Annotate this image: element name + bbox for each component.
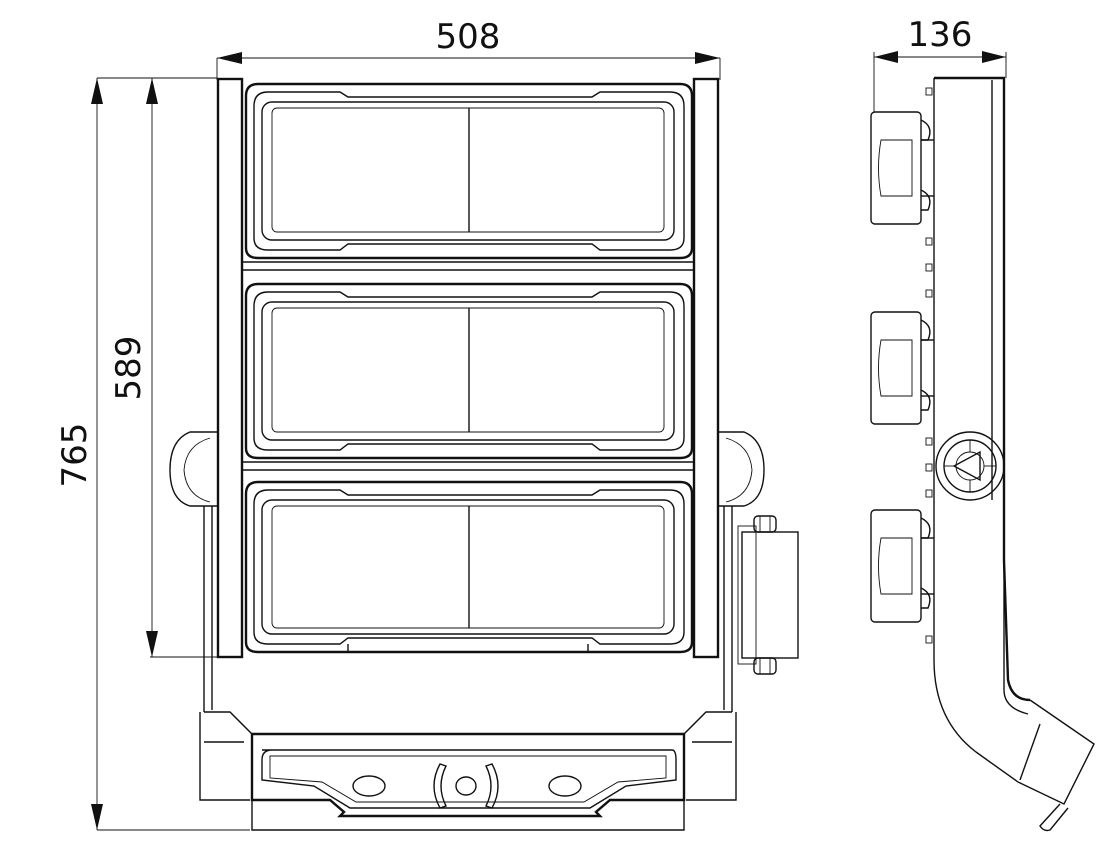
side-module-2	[870, 311, 934, 425]
dimension-label-depth: 136	[908, 15, 973, 55]
side-bracket-arm	[1017, 699, 1095, 832]
side-module-1	[870, 111, 934, 225]
left-rail	[216, 77, 244, 659]
mounting-yoke	[199, 506, 737, 831]
cable-gland-bottom	[753, 657, 777, 675]
dimension-depth-136: 136	[873, 15, 1007, 112]
side-body-outline	[934, 76, 1031, 702]
right-rail	[692, 77, 720, 659]
led-module-2	[244, 282, 694, 460]
side-module-3	[870, 509, 934, 623]
front-view	[169, 77, 799, 831]
pivot-right	[718, 431, 765, 507]
dimension-height-765: 765	[55, 77, 250, 831]
adjust-slot-right	[485, 763, 499, 809]
side-view	[870, 76, 1095, 832]
driver-housing	[741, 531, 799, 659]
led-module-1	[244, 82, 694, 260]
led-module-3	[244, 480, 694, 654]
mounting-hole-center	[455, 776, 477, 796]
dimension-label-total-height: 765	[55, 423, 95, 488]
cable-gland-top	[753, 515, 777, 533]
heat-sink-fins	[925, 87, 933, 644]
mounting-hole-left	[352, 775, 386, 797]
pivot-left	[169, 431, 218, 507]
adjust-slot-left	[433, 763, 447, 809]
dimension-width-508: 508	[216, 17, 721, 80]
tilt-adjuster	[935, 431, 1005, 501]
driver-box	[737, 515, 799, 675]
dimension-label-width: 508	[436, 17, 501, 57]
dimension-label-module-height: 589	[109, 336, 149, 401]
mounting-hole-right	[548, 775, 582, 797]
dimension-height-589: 589	[109, 77, 217, 658]
